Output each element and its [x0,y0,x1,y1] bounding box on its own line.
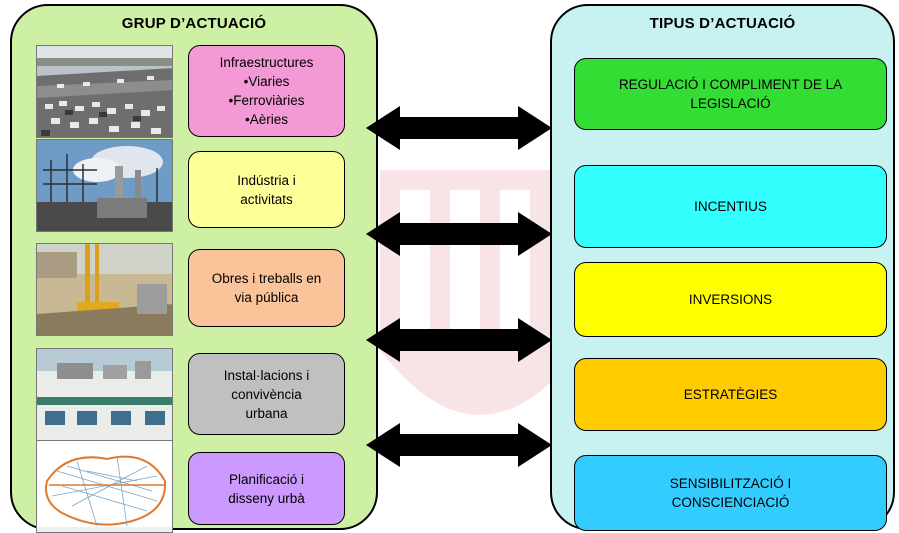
infraestructures-bullet-list: Viaries Ferroviàries Aèries [229,72,305,129]
industry-plant-photo [36,139,173,232]
group-obres: Obres i treballs en via pública [188,249,345,327]
group-installacions: Instal·lacions i convivència urbana [188,353,345,435]
double-arrow-2 [366,212,552,256]
highway-traffic-photo [36,45,173,138]
type-estrategies: ESTRATÈGIES [574,358,887,431]
building-installations-photo [36,348,173,441]
group-industria: Indústria i activitats [188,151,345,228]
type-incentius-label: INCENTIUS [694,199,767,214]
tipus-actuacio-title: TIPUS D’ACTUACIÓ [649,15,796,32]
double-arrow-1 [366,106,552,150]
group-obres-label: Obres i treballs en via pública [211,271,322,305]
type-inversions-label: INVERSIONS [688,292,773,307]
double-arrow-3 [366,318,552,362]
double-arrow-4 [366,423,552,467]
type-regulacio: REGULACIÓ I COMPLIMENT DE LA LEGISLACIÓ [574,58,887,130]
group-planificacio-label: Planificació i disseny urbà [228,471,305,506]
type-sensibilitzacio: SENSIBILITZACIÓ I CONSCIENCIACIÓ [574,455,887,531]
type-estrategies-label: ESTRATÈGIES [683,387,778,402]
type-sensibilitzacio-label: SENSIBILITZACIÓ I CONSCIENCIACIÓ [669,476,792,510]
bullet-ferroviaries: Ferroviàries [229,91,304,110]
bullet-aeries: Aèries [229,110,305,129]
group-industria-label: Indústria i activitats [237,172,296,207]
type-incentius: INCENTIUS [574,165,887,248]
type-regulacio-label: REGULACIÓ I COMPLIMENT DE LA LEGISLACIÓ [618,77,843,111]
group-infraestructures-label: Infraestructures [219,55,314,70]
group-installacions-label: Instal·lacions i convivència urbana [223,367,310,421]
group-planificacio: Planificació i disseny urbà [188,452,345,525]
group-infraestructures: Infraestructures Viaries Ferroviàries Aè… [188,45,345,137]
public-works-photo [36,243,173,336]
urban-plan-map-photo [36,440,173,533]
bullet-viaries: Viaries [229,72,305,91]
grup-actuacio-title: GRUP D’ACTUACIÓ [121,15,267,32]
type-inversions: INVERSIONS [574,262,887,337]
